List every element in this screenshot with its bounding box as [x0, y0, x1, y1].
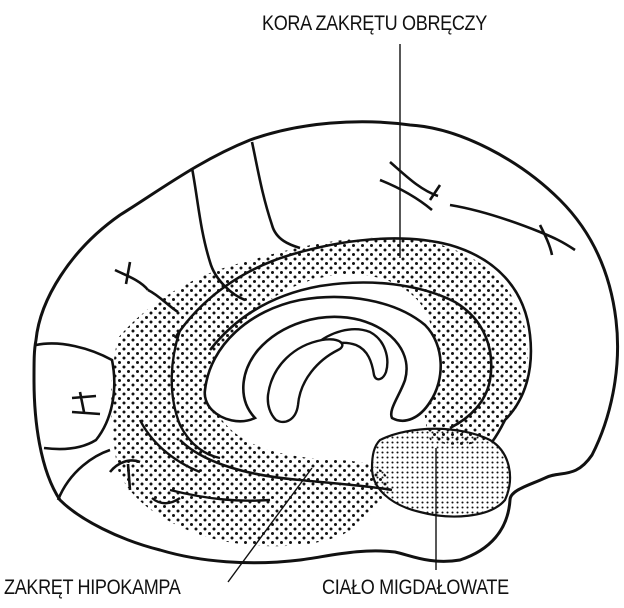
sulcus-line [252, 142, 300, 248]
sulcus-line [380, 180, 432, 210]
sulcus-line [390, 162, 440, 200]
sulcus-line [72, 392, 100, 414]
sulcus-line [58, 450, 110, 500]
amygdala-stipple [372, 429, 510, 517]
sulcus-line [540, 225, 552, 255]
label-parahippocampal-gyrus: ZAKRĘT HIPOKAMPA [4, 576, 180, 600]
sulcus-line [36, 343, 114, 449]
sulcus-line [450, 205, 575, 250]
label-cingulate-cortex: KORA ZAKRĘTU OBRĘCZY [262, 12, 487, 36]
thalamus-outline [268, 339, 343, 422]
sulcus-line [115, 262, 148, 290]
label-amygdala: CIAŁO MIGDAŁOWATE [322, 576, 509, 600]
